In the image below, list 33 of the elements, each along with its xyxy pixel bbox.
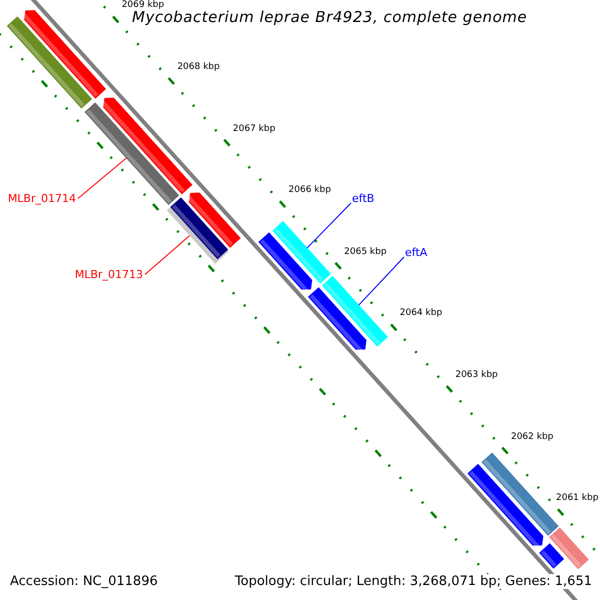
scale-label: 2068 kbp	[177, 62, 220, 72]
gene-feature	[308, 287, 366, 353]
genome-summary-text: Topology: circular; Length: 3,268,071 bp; Genes: 1,651	[234, 574, 592, 589]
scale-label: 2063 kbp	[455, 370, 498, 380]
gene-feature	[322, 276, 388, 347]
leader-line	[358, 256, 404, 306]
scale-label: 2067 kbp	[232, 124, 276, 134]
gene-label: eftA	[405, 246, 428, 259]
scale-label: 2064 kbp	[400, 308, 442, 318]
gene-label: eftB	[352, 192, 374, 205]
leader-line	[78, 158, 127, 199]
scale-label: 2062 kbp	[510, 432, 554, 442]
scale-label: 2061 kbp	[556, 493, 598, 504]
gene-feature	[22, 10, 106, 99]
gene-feature	[100, 98, 192, 194]
gene-feature	[186, 192, 241, 248]
gene-feature	[166, 197, 228, 264]
gene-feature	[258, 232, 312, 292]
accession-text: Accession: NC_011896	[10, 574, 158, 589]
scale-label: 2065 kbp	[344, 246, 387, 257]
leader-line	[306, 202, 352, 248]
gene-label: MLBr_01714	[8, 192, 76, 205]
gene-feature	[467, 464, 544, 548]
title: Mycobacterium leprae Br4923, complete genome	[132, 8, 528, 26]
scale-label: 2069 kbp	[122, 0, 164, 10]
gene-feature	[84, 102, 180, 206]
gene-feature	[6, 16, 92, 109]
gene-feature	[539, 543, 564, 569]
leader-line	[144, 235, 190, 275]
gene-feature	[272, 221, 331, 284]
gene-label: MLBr_01713	[74, 268, 143, 281]
gene-feature	[549, 527, 589, 570]
scale-label: 2066 kbp	[288, 185, 331, 196]
